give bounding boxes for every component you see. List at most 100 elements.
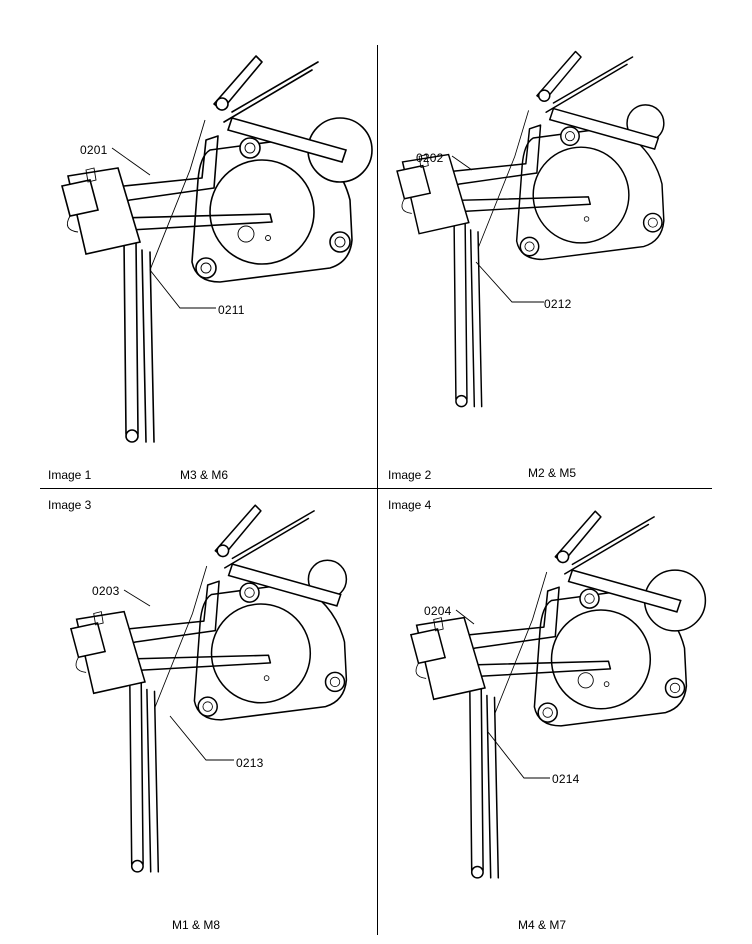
control-knob [433,617,444,632]
down-tube-1 [469,685,484,872]
model-label-2: M2 & M5 [528,466,577,480]
upper-arm-edge [564,523,650,575]
pivot [556,550,570,564]
boss-hole [669,682,681,694]
wheel-center [265,235,271,241]
tube-end [455,394,468,408]
boss-hole [244,587,255,598]
tube-end [470,865,484,879]
housing-boss [579,588,600,609]
callout-leader-top [111,147,151,176]
callout-top-4: 0204 [424,604,452,618]
main-wheel [532,146,630,244]
housing-boss [324,671,346,693]
model-label-1: M3 & M6 [180,468,229,482]
boss-hole [244,142,256,154]
upper-arm-edge [224,517,310,569]
main-wheel [210,603,312,704]
housing-boss [329,231,351,253]
housing-boss [664,677,686,699]
cross-rod [548,107,660,150]
callout-bottom-4: 0214 [552,772,580,786]
control-wire [66,215,79,233]
down-tube-1 [129,679,144,866]
capillary [149,119,206,271]
vertical-divider [377,45,378,935]
down-tube-1 [453,220,468,401]
housing-boss [195,257,217,279]
control-box [69,622,107,659]
cross-rod [227,563,342,607]
wheel-center [263,675,270,681]
pivot [216,544,230,558]
boss-hole [329,676,341,688]
housing-boss [519,236,540,257]
housing-boss [560,126,580,147]
wheel-center [603,681,610,687]
wheel-hole [577,672,594,689]
callout-leader-bottom [169,715,234,761]
control-box [396,164,432,200]
boss-hole [542,707,553,718]
boss-hole [334,236,346,248]
main-wheel [550,609,652,710]
callout-leader-bottom [475,261,544,303]
control-wire [401,198,412,214]
control-wire [415,662,427,679]
boss-hole [202,701,213,712]
callout-top-1: 0201 [80,143,108,157]
control-knob [85,167,97,183]
upper-arm [552,56,634,104]
cross-rod [226,117,348,163]
control-box [61,179,99,217]
control-wire [75,656,87,673]
down-tube-1 [123,239,139,435]
callout-leader-bottom [149,269,216,309]
control-box [409,628,447,665]
upper-arm [231,510,315,560]
callout-top-2: 0202 [416,151,444,165]
pivot [215,97,229,111]
upper-arm-edge [223,69,313,123]
image-label-2: Image 2 [388,468,432,482]
model-label-3: M1 & M8 [172,918,221,932]
housing-boss [239,137,261,159]
capillary [477,110,529,249]
boss-hole [200,262,212,274]
diagram-panel-1 [0,0,376,488]
mechanism-group [409,510,707,879]
control-knob [418,154,429,168]
callout-leader-top [455,609,475,625]
image-label-1: Image 1 [48,468,92,482]
image-label-4: Image 4 [388,498,432,512]
model-label-4: M4 & M7 [518,918,567,932]
pivot [537,89,551,102]
diagram-panel-3 [0,489,376,944]
cross-rod [567,569,682,613]
upper-arm [571,516,655,566]
callout-leader-bottom [487,731,550,779]
upper-arm [231,61,319,113]
mechanism-group [61,55,373,443]
boss-hole [647,217,658,228]
mechanism-group [396,50,665,408]
horizontal-divider [40,488,712,489]
callout-bottom-2: 0212 [544,297,572,311]
down-tube-2 [141,249,155,443]
tube-end [125,429,139,443]
boss-hole [524,241,535,252]
callout-bottom-3: 0213 [236,756,264,770]
diagram-panel-4 [378,489,752,944]
down-tube-2 [146,688,160,873]
diagram-panel-2 [378,0,752,488]
callout-leader-top [123,589,151,607]
callout-leader-top [451,155,473,171]
control-knob [93,611,104,626]
housing-boss [239,582,260,603]
mechanism-group [69,504,348,873]
capillary [494,571,548,715]
capillary [154,565,208,709]
